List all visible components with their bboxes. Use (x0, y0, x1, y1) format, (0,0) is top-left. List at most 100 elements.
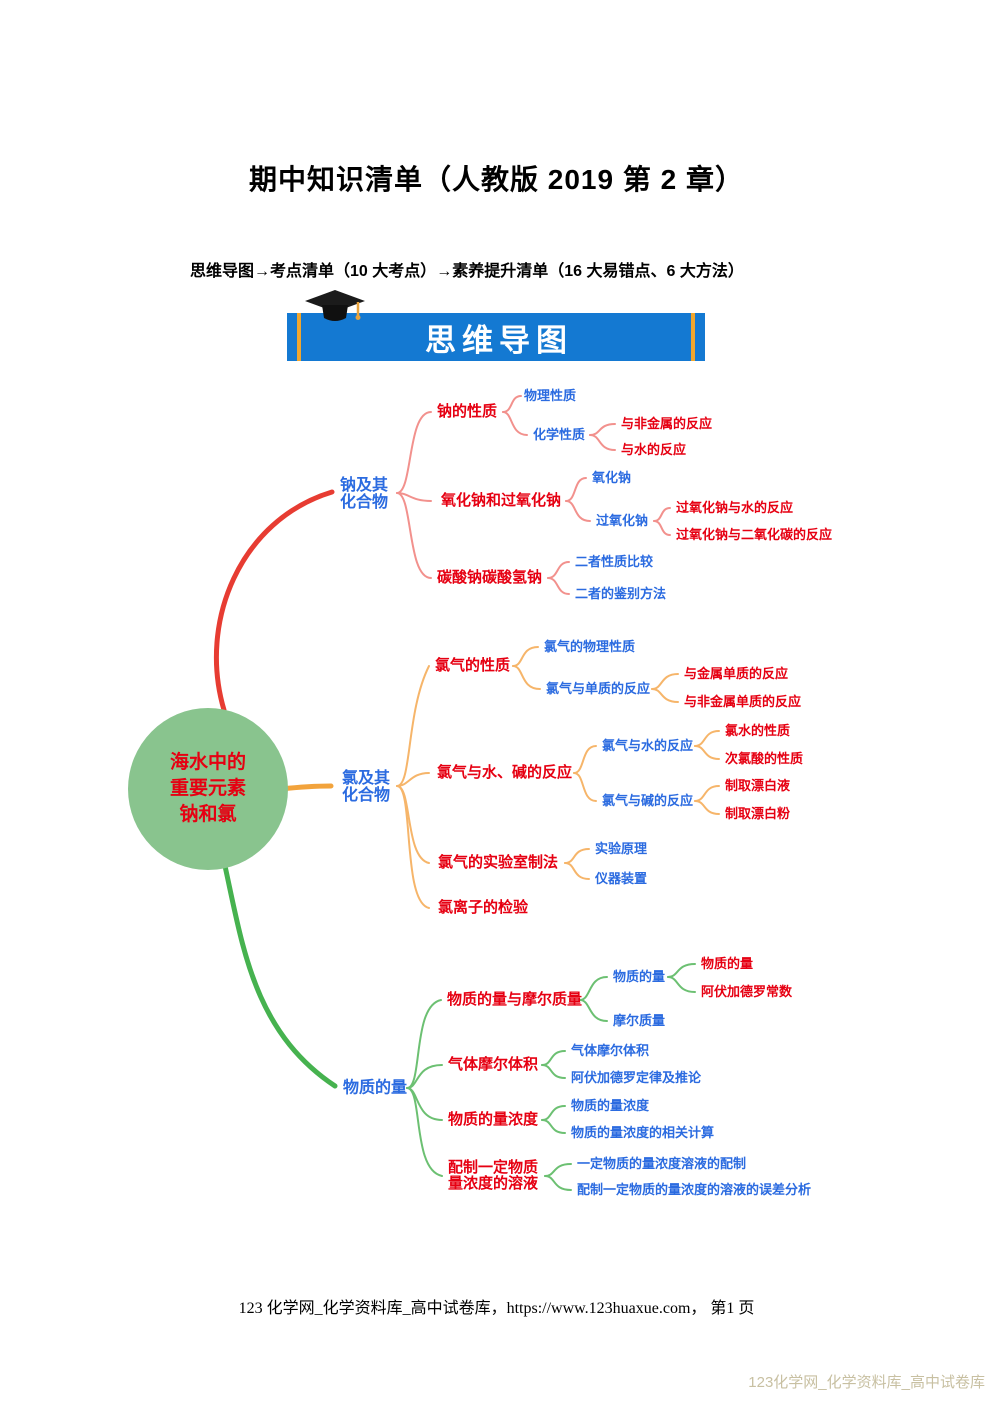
mindmap-node-b2c3: 氯气的实验室制法 (438, 854, 559, 871)
mindmap-edge (541, 1064, 566, 1079)
mindmap-edge (694, 730, 720, 747)
mindmap-node-b2c2b1: 制取漂白液 (725, 778, 791, 793)
mindmap-node-b2c4: 氯离子的检验 (438, 899, 529, 916)
mindmap-node-b1c2b1: 过氧化钠与水的反应 (676, 500, 794, 515)
mindmap-node-b3c2: 气体摩尔体积 (448, 1056, 539, 1073)
mindmap-node-b1c3: 碳酸钠碳酸氢钠 (437, 569, 543, 586)
mindmap-node-b1c3a: 二者性质比较 (575, 554, 654, 569)
mindmap-node-b1c1b2: 与水的反应 (621, 442, 687, 457)
mindmap-edge (406, 1087, 443, 1177)
mindmap-edge (667, 976, 696, 993)
banner-title: 思维导图 (425, 322, 573, 358)
mindmap-edge (502, 411, 528, 436)
mindmap-edge (396, 411, 432, 494)
mindmap-edge (579, 999, 608, 1022)
mindmap-edge (544, 1175, 572, 1191)
mindmap-node-b2c3a: 实验原理 (595, 841, 648, 856)
mindmap-node-b2c1b: 氯气与单质的反应 (546, 681, 651, 696)
mindmap-edge (651, 673, 679, 690)
mindmap-node-b1c1: 钠的性质 (437, 403, 498, 420)
mindmap-node-b2c2a1: 氯水的性质 (725, 723, 791, 738)
mindmap-edge (694, 785, 720, 802)
mindmap-node-b3c3: 物质的量浓度 (448, 1111, 539, 1128)
mindmap-edge (694, 745, 720, 760)
mindmap-edge (564, 862, 590, 880)
mindmap-edge (396, 785, 430, 864)
mindmap-node-b2c2a2: 次氯酸的性质 (725, 751, 804, 766)
mindmap-node-b3c4a: 一定物质的量浓度溶液的配制 (577, 1156, 747, 1171)
graduation-cap-icon (303, 288, 367, 330)
mindmap-edge (406, 999, 442, 1089)
mindmap-center-topic: 海水中的 重要元素 钠和氯 (128, 708, 288, 870)
mindmap-node-b1c2a: 氧化钠 (592, 470, 632, 485)
mindmap-edge (406, 1064, 443, 1089)
mindmap-node-b3c4b: 配制一定物质的量浓度的溶液的误差分析 (577, 1182, 812, 1197)
mindmap-node-b2c2a: 氯气与水的反应 (602, 738, 694, 753)
mindmap-edge (579, 976, 608, 1001)
mindmap-node-b1c2b: 过氧化钠 (596, 513, 649, 528)
mindmap-node-b3c3a: 物质的量浓度 (571, 1098, 650, 1113)
mindmap-node-b2c3b: 仪器装置 (595, 871, 648, 886)
mindmap-edge (547, 561, 570, 579)
banner-stripe-right (691, 313, 695, 361)
mindmap-node-b1c2: 氧化钠和过氧化钠 (441, 492, 562, 509)
mindmap-edge (396, 772, 430, 787)
mindmap-edge (667, 963, 696, 978)
mindmap-edge (512, 665, 541, 690)
mindmap-edge (565, 477, 587, 502)
mindmap-edge (396, 665, 430, 787)
mindmap-edge (653, 520, 671, 536)
mindmap-node-b2c2b: 氯气与碱的反应 (602, 793, 694, 808)
mindmap-edge (396, 492, 432, 579)
page-subtitle: 思维导图→考点清单（10 大考点）→素养提升清单（16 大易错点、6 大方法） (190, 263, 744, 280)
page-title: 期中知识清单（人教版 2019 第 2 章） (249, 164, 744, 195)
mindmap-node-b2c1b1: 与金属单质的反应 (684, 666, 789, 681)
mindmap-edge (502, 395, 522, 413)
mindmap-node-b2c1a: 氯气的物理性质 (544, 639, 636, 654)
mindmap-node-b3c1a1: 物质的量 (701, 956, 754, 971)
mindmap-node-b1c2b2: 过氧化钠与二氧化碳的反应 (676, 527, 833, 542)
mindmap-node-b3c4: 配制一定物质 量浓度的溶液 (448, 1159, 539, 1192)
mindmap-node-b1c1a: 物理性质 (524, 388, 577, 403)
mindmap-edge (222, 863, 338, 1089)
mindmap-edge (541, 1119, 566, 1134)
mindmap-edge (547, 577, 570, 595)
mindmap-edge (694, 800, 720, 815)
mindmap-edge (544, 1163, 572, 1177)
watermark: 123化学网_化学资料库_高中试卷库 (748, 1374, 985, 1391)
mindmap-node-b1c3b: 二者的鉴别方法 (575, 586, 667, 601)
mindmap-node-b3c3b: 物质的量浓度的相关计算 (571, 1125, 715, 1140)
mindmap-node-b1c1b1: 与非金属的反应 (621, 416, 713, 431)
mindmap-node-b3c1a: 物质的量 (613, 969, 666, 984)
mindmap-edge (651, 688, 679, 703)
mindmap-node-b3c1b: 摩尔质量 (613, 1013, 666, 1028)
mindmap-banner: 思维导图 (287, 290, 705, 361)
mindmap-edge (396, 785, 430, 909)
mindmap-edge (589, 434, 616, 451)
mindmap-node-b3: 物质的量 (343, 1079, 408, 1097)
mindmap-edge (541, 1050, 566, 1066)
mindmap-edge (653, 507, 671, 522)
mindmap-node-b3c2a: 气体摩尔体积 (571, 1043, 650, 1058)
mindmap-edge (565, 500, 591, 522)
mindmap-node-b1: 钠及其 化合物 (340, 477, 389, 511)
mindmap-edge (214, 489, 335, 713)
mindmap-edge (573, 772, 597, 802)
mindmap-edge (512, 646, 539, 667)
mindmap-node-b2c2: 氯气与水、碱的反应 (437, 764, 573, 781)
mindmap-node-b2: 氯及其 化合物 (342, 770, 391, 804)
mindmap-node-b3c1: 物质的量与摩尔质量 (447, 991, 583, 1008)
mindmap-node-b1c1b: 化学性质 (533, 427, 586, 442)
mindmap-edge (564, 848, 590, 864)
banner-stripe-left (297, 313, 301, 361)
page-footer: 123 化学网_化学资料库_高中试卷库，https://www.123huaxu… (238, 1300, 755, 1317)
mindmap-node-b2c1b2: 与非金属单质的反应 (684, 694, 802, 709)
mindmap-node-b2c1: 氯气的性质 (435, 657, 511, 674)
mindmap-node-b3c2b: 阿伏加德罗定律及推论 (571, 1070, 702, 1085)
mindmap-node-b2c2b2: 制取漂白粉 (725, 806, 791, 821)
mindmap-edge (589, 423, 616, 436)
mindmap-edge (541, 1105, 566, 1121)
mindmap-node-b3c1a2: 阿伏加德罗常数 (701, 984, 793, 999)
